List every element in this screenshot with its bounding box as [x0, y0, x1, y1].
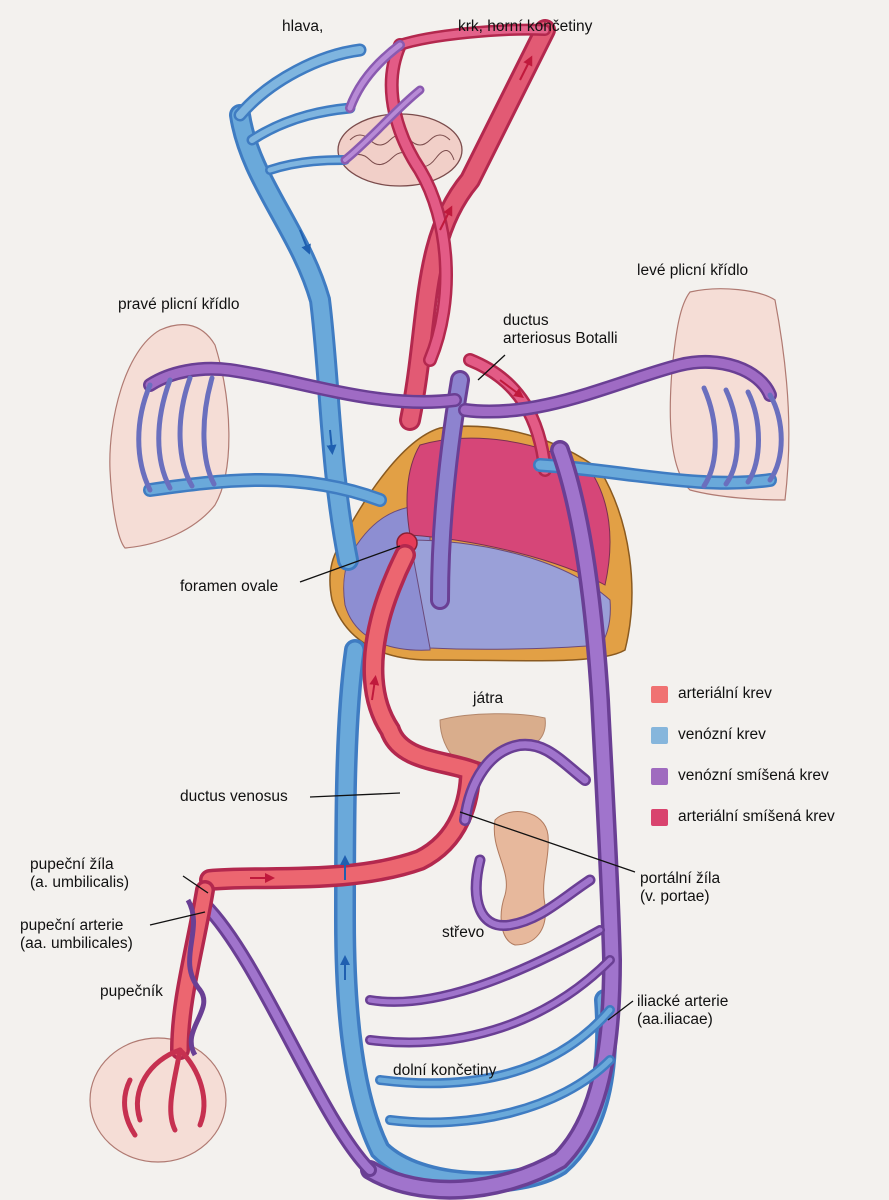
- label-umbilical-arteries-line2: (aa. umbilicales): [20, 935, 133, 953]
- label-liver: játra: [473, 690, 503, 708]
- legend-label-mixed-arterial: arteriální smíšená krev: [678, 808, 835, 826]
- label-iliac-arteries: iliacké arterie (aa.iliacae): [637, 993, 728, 1029]
- label-foramen-ovale: foramen ovale: [180, 578, 278, 596]
- label-umbilical-arteries-line1: pupeční arterie: [20, 917, 133, 935]
- label-lower-limbs: dolní končetiny: [393, 1062, 496, 1080]
- label-umbilical-vein-line1: pupeční žíla: [30, 856, 129, 874]
- legend-item-mixed-arterial: arteriální smíšená krev: [651, 805, 835, 829]
- legend-label-mixed-venous: venózní smíšená krev: [678, 767, 829, 785]
- legend-label-venous: venózní krev: [678, 726, 766, 744]
- label-portal-vein-line1: portální žíla: [640, 870, 720, 888]
- label-portal-vein-line2: (v. portae): [640, 888, 720, 906]
- legend-item-venous: venózní krev: [651, 723, 835, 747]
- label-umbilical-arteries: pupeční arterie (aa. umbilicales): [20, 917, 133, 953]
- right-lung-shape: [110, 325, 229, 548]
- legend-swatch-mixed-arterial: [651, 809, 668, 826]
- label-iliac-arteries-line1: iliacké arterie: [637, 993, 728, 1011]
- label-umbilical-vein-line2: (a. umbilicalis): [30, 874, 129, 892]
- label-right-lung: pravé plicní křídlo: [118, 296, 239, 314]
- legend: arteriální krev venózní krev venózní smí…: [651, 682, 835, 846]
- legend-swatch-mixed-venous: [651, 768, 668, 785]
- legend-item-arterial: arteriální krev: [651, 682, 835, 706]
- label-ductus-arteriosus: ductus arteriosus Botalli: [503, 312, 618, 348]
- label-neck-arms: krk, horní končetiny: [458, 18, 592, 36]
- label-left-lung: levé plicní křídlo: [637, 262, 748, 280]
- label-umbilical-vein: pupeční žíla (a. umbilicalis): [30, 856, 129, 892]
- legend-label-arterial: arteriální krev: [678, 685, 772, 703]
- legend-swatch-arterial: [651, 686, 668, 703]
- legend-item-mixed-venous: venózní smíšená krev: [651, 764, 835, 788]
- label-iliac-arteries-line2: (aa.iliacae): [637, 1011, 728, 1029]
- label-ductus-arteriosus-line2: arteriosus Botalli: [503, 330, 618, 348]
- label-portal-vein: portální žíla (v. portae): [640, 870, 720, 906]
- legend-swatch-venous: [651, 727, 668, 744]
- label-ductus-venosus: ductus venosus: [180, 788, 288, 806]
- label-head: hlava,: [282, 18, 323, 36]
- label-ductus-arteriosus-line1: ductus: [503, 312, 618, 330]
- label-umbilical-cord: pupečník: [100, 983, 163, 1001]
- label-intestine: střevo: [442, 924, 484, 942]
